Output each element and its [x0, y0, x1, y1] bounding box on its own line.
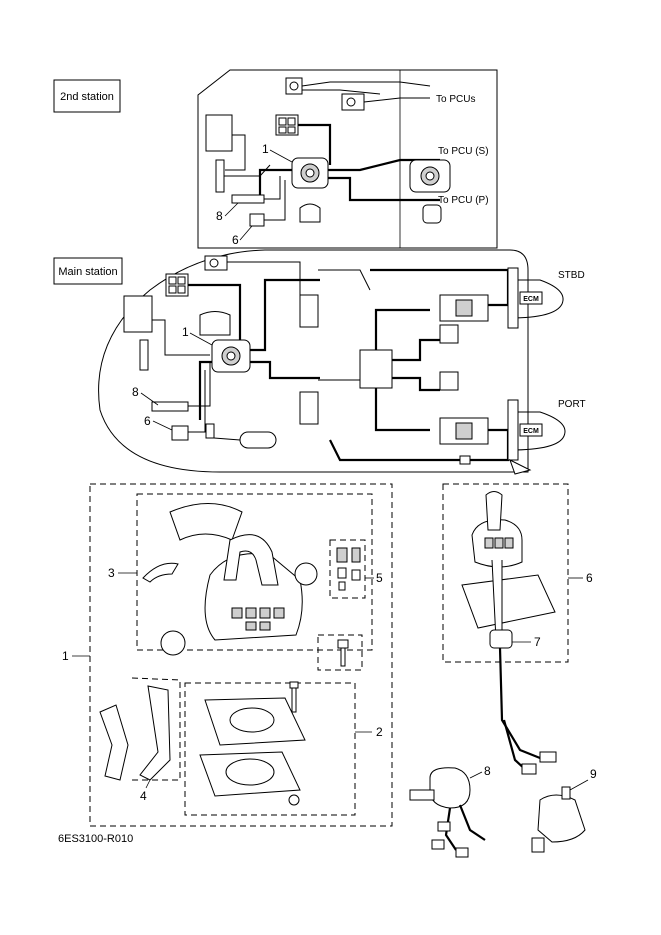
- main-station-panel: Main station ECM STBD ECM PORT: [53, 249, 586, 475]
- second-station-panel: 2nd station: [53, 69, 498, 249]
- sensor-6: [249, 213, 265, 227]
- to-pcu-p-label: To PCU (P): [438, 195, 489, 206]
- plug-icon: [299, 203, 321, 223]
- callout-8-detail: 8: [484, 764, 491, 778]
- to-pcu-s-label: To PCU (S): [438, 146, 489, 157]
- plug-icon: [199, 311, 231, 336]
- callout-5: 5: [376, 571, 383, 585]
- main-station-label-box: [53, 257, 123, 285]
- sensor-6: [171, 425, 189, 441]
- callout-4: 4: [140, 789, 147, 803]
- pcu-plug: [422, 204, 442, 224]
- callout-2: 2: [376, 725, 383, 739]
- sensor-details: 8 9: [409, 764, 597, 858]
- sensor-8-detail: [429, 767, 471, 809]
- to-pcus-label: To PCUs: [436, 94, 475, 105]
- callout-3: 3: [108, 566, 115, 580]
- port-ecm: [519, 423, 543, 437]
- stbd-ecm-outline: [508, 279, 564, 319]
- callout-8-top: 8: [216, 209, 223, 223]
- callout-6-top: 6: [232, 233, 239, 247]
- group-6-outline: [442, 483, 569, 663]
- group-1-outline: [89, 483, 393, 827]
- bracket-4: [99, 704, 129, 781]
- drawing-code: 6ES3100-R010: [58, 833, 133, 845]
- stbd-label: STBD: [558, 270, 585, 281]
- callout-7: 7: [534, 635, 541, 649]
- callout-8-main: 8: [132, 385, 139, 399]
- display-module: [123, 295, 153, 333]
- port-label: PORT: [558, 399, 586, 410]
- callout-6-main: 6: [144, 414, 151, 428]
- callout-6-joystick: 6: [586, 571, 593, 585]
- control-lever: [223, 534, 279, 586]
- cover-icon: [169, 503, 243, 541]
- stbd-ecm: [519, 291, 543, 305]
- part-3: [142, 562, 179, 583]
- mounting-plate: [461, 574, 556, 629]
- second-station-outline: [197, 69, 498, 249]
- sensor-8: [231, 194, 265, 204]
- sensor-9-detail: [537, 794, 586, 843]
- junction-box-lower: [299, 391, 319, 425]
- callout-1-main: 1: [182, 325, 189, 339]
- knob-icon: [294, 562, 318, 586]
- callout-9: 9: [590, 767, 597, 781]
- callout-1-top: 1: [262, 142, 269, 156]
- joystick-handle: [485, 491, 503, 531]
- sensor-8: [151, 401, 189, 412]
- junction-box-upper: [299, 294, 319, 328]
- lever-subgroup-outline: [136, 493, 373, 651]
- cap-icon: [160, 630, 186, 656]
- main-station-outline: [98, 249, 529, 473]
- joystick-assembly: 7 6: [442, 483, 593, 775]
- nut-7: [489, 629, 513, 649]
- main-station-label: Main station: [58, 266, 117, 278]
- port-ecm-outline: [508, 411, 566, 451]
- svg-text:ECM: ECM: [523, 296, 539, 303]
- display-module: [205, 114, 233, 152]
- battery-pack: [239, 431, 277, 449]
- svg-text:ECM: ECM: [523, 428, 539, 435]
- second-station-label-box: [53, 79, 121, 113]
- second-station-label: 2nd station: [60, 91, 114, 103]
- remote-control-exploded: 3 5 2 4 1: [62, 483, 393, 827]
- callout-1-group: 1: [62, 649, 69, 663]
- central-hub: [359, 349, 393, 389]
